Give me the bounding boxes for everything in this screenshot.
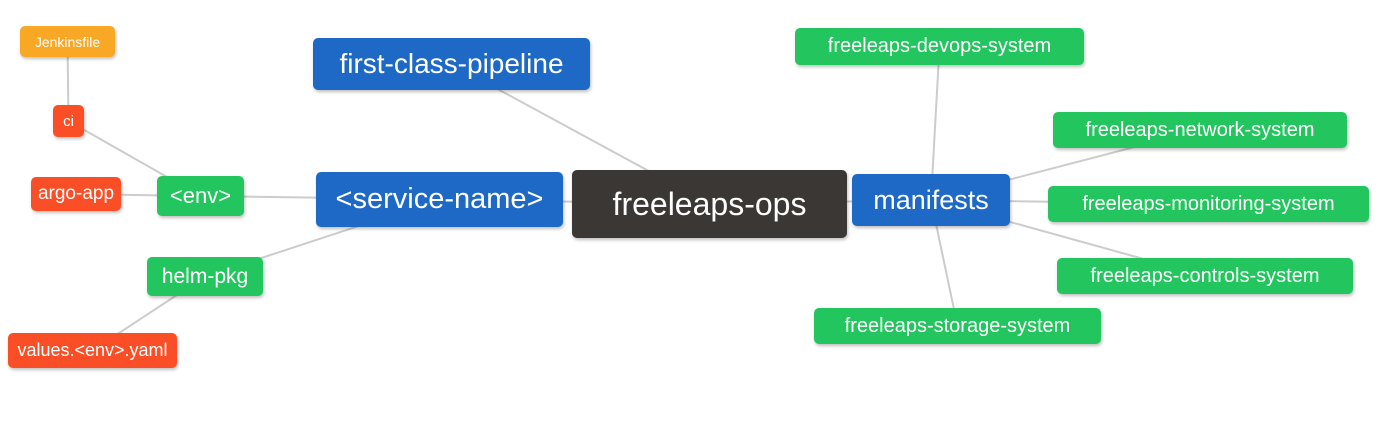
- node-first-class-pipeline[interactable]: first-class-pipeline: [313, 38, 590, 90]
- node-freeleaps-storage-system[interactable]: freeleaps-storage-system: [814, 308, 1101, 344]
- node-argo-app[interactable]: argo-app: [31, 177, 121, 211]
- node-service-name[interactable]: <service-name>: [316, 172, 563, 227]
- node-freeleaps-controls-system[interactable]: freeleaps-controls-system: [1057, 258, 1353, 294]
- node-freeleaps-ops[interactable]: freeleaps-ops: [572, 170, 847, 238]
- node-manifests[interactable]: manifests: [852, 174, 1010, 226]
- node-jenkinsfile[interactable]: Jenkinsfile: [20, 26, 115, 57]
- node-freeleaps-devops-system[interactable]: freeleaps-devops-system: [795, 28, 1084, 65]
- node-ci[interactable]: ci: [53, 105, 84, 137]
- node-freeleaps-monitoring-system[interactable]: freeleaps-monitoring-system: [1048, 186, 1369, 222]
- node-env[interactable]: <env>: [157, 176, 244, 216]
- node-values-env-yaml[interactable]: values.<env>.yaml: [8, 333, 177, 368]
- node-helm-pkg[interactable]: helm-pkg: [147, 257, 263, 296]
- node-freeleaps-network-system[interactable]: freeleaps-network-system: [1053, 112, 1347, 148]
